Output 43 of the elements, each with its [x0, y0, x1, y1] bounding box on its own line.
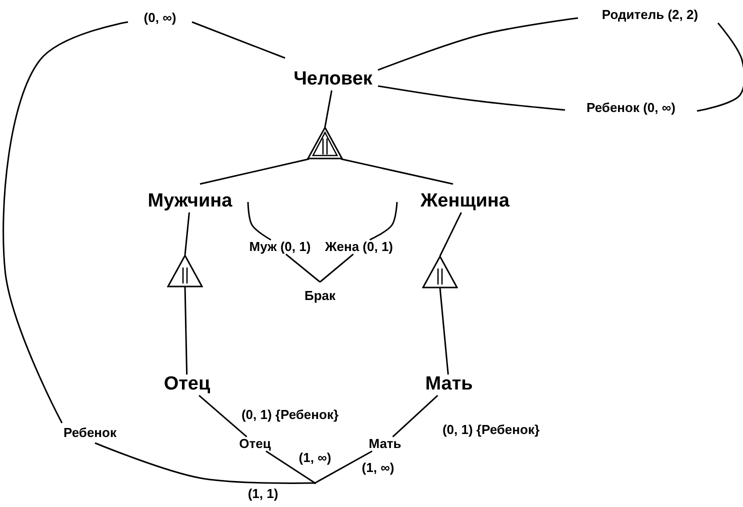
connector-line [184, 212, 190, 256]
relationship-name: Брак [304, 288, 336, 304]
entity-name: Мать [425, 374, 473, 396]
role-constraint-label: (0, 1) {Ребенок} [442, 422, 540, 438]
role-label: Родитель (2, 2) [602, 8, 698, 22]
connector-line [392, 394, 438, 438]
connector-line [198, 394, 248, 438]
entity-name: Мужчина [148, 192, 232, 212]
connector-line [439, 212, 462, 256]
connector-line [200, 158, 310, 185]
connector-line [266, 450, 314, 483]
role-label: Ребенок (0, ∞) [586, 100, 676, 116]
connector-line [320, 254, 354, 283]
cardinality-label: (1, ∞) [298, 450, 332, 466]
cardinality-label: (1, 1) [248, 486, 278, 502]
entity-name: Человек [294, 70, 372, 90]
role-label: Отец [239, 436, 271, 452]
connector-line [378, 17, 578, 71]
role-label: Жена (0, 1) [325, 240, 393, 254]
connector-line [247, 202, 272, 240]
connector-line [369, 202, 398, 241]
connector-line [94, 442, 314, 484]
connector-line [340, 158, 454, 185]
cardinality-label: (1, ∞) [362, 460, 394, 476]
connector-line [439, 288, 449, 375]
connector-line [324, 90, 332, 128]
role-constraint-label: (0, 1) {Ребенок} [241, 408, 339, 422]
subtype-triangle [167, 254, 203, 288]
role-label: Мать [368, 436, 402, 452]
connector-line [316, 450, 373, 484]
connector-line [378, 85, 566, 111]
connector-line [2, 21, 128, 424]
connector-line [184, 286, 188, 375]
subtype-triangle [307, 126, 343, 160]
entity-name: Отец [164, 374, 210, 396]
role-label: Муж (0, 1) [249, 240, 311, 254]
connector-line [285, 254, 320, 283]
connector-line [192, 21, 286, 59]
subtype-triangle [422, 256, 458, 288]
entity-name: Женщина [420, 192, 510, 212]
connector-line [696, 22, 743, 112]
cardinality-label: (0, ∞) [144, 10, 176, 26]
role-label: Ребенок [64, 426, 116, 440]
